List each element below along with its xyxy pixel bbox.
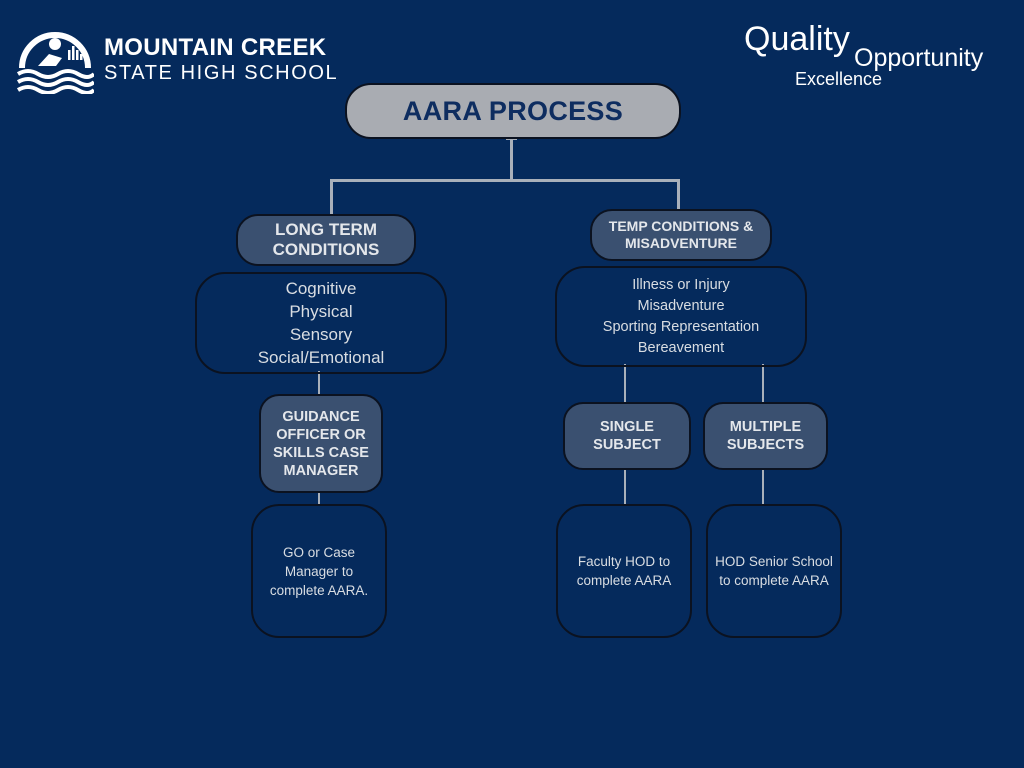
case-manager-action-box: GO or Case Manager to complete AARA. — [251, 504, 387, 638]
list-item: Cognitive — [285, 279, 357, 298]
temp-conditions-label: TEMP CONDITIONS & MISADVENTURE — [608, 218, 754, 251]
list-item: Sporting Representation — [602, 318, 760, 335]
aara-process-title: AARA PROCESS — [345, 83, 681, 139]
list-item: Illness or Injury — [632, 276, 730, 293]
hod-senior-action-box: HOD Senior School to complete AARA — [706, 504, 842, 638]
hod-senior-action-text: HOD Senior School to complete AARA — [715, 554, 833, 588]
school-crest-icon — [16, 22, 96, 95]
guidance-officer-label: GUIDANCE OFFICER OR SKILLS CASE MANAGER — [273, 408, 369, 479]
list-item: Misadventure — [637, 297, 725, 314]
connector-title-down — [510, 137, 513, 179]
school-name: MOUNTAIN CREEK — [104, 34, 327, 61]
connector-temp-to-multiple — [762, 364, 764, 402]
connector-single-to-action — [624, 467, 626, 504]
long-term-conditions-box: LONG TERM CONDITIONS — [236, 214, 416, 266]
connector-long-list-to-guidance — [318, 371, 320, 395]
multiple-subjects-label: MULTIPLE SUBJECTS — [726, 419, 805, 453]
motto-quality: Quality — [744, 20, 850, 58]
connector-to-temp — [677, 179, 680, 210]
connector-multiple-to-action — [762, 467, 764, 504]
long-term-conditions-label: LONG TERM CONDITIONS — [272, 220, 380, 259]
temp-conditions-box: TEMP CONDITIONS & MISADVENTURE — [590, 209, 772, 261]
faculty-hod-action-box: Faculty HOD to complete AARA — [556, 504, 692, 638]
connector-temp-to-single — [624, 364, 626, 402]
guidance-officer-box: GUIDANCE OFFICER OR SKILLS CASE MANAGER — [259, 394, 383, 493]
connector-horizontal — [330, 179, 680, 182]
motto-excellence: Excellence — [795, 69, 883, 89]
temp-conditions-list: Illness or Injury Misadventure Sporting … — [555, 266, 807, 367]
school-subtitle: STATE HIGH SCHOOL — [104, 62, 339, 84]
list-item: Physical — [289, 302, 353, 321]
case-manager-action-text: GO or Case Manager to complete AARA. — [269, 544, 369, 598]
single-subject-box: SINGLE SUBJECT — [563, 402, 691, 470]
multiple-subjects-box: MULTIPLE SUBJECTS — [703, 402, 828, 470]
connector-to-long-term — [330, 179, 333, 215]
list-item: Sensory — [289, 325, 353, 344]
long-term-conditions-list: Cognitive Physical Sensory Social/Emotio… — [195, 272, 447, 374]
motto-opportunity: Opportunity — [854, 44, 984, 72]
list-item: Social/Emotional — [257, 348, 385, 367]
single-subject-label: SINGLE SUBJECT — [593, 419, 661, 453]
faculty-hod-action-text: Faculty HOD to complete AARA — [576, 554, 672, 588]
connector-guidance-to-action — [318, 490, 320, 504]
list-item: Bereavement — [637, 339, 725, 356]
